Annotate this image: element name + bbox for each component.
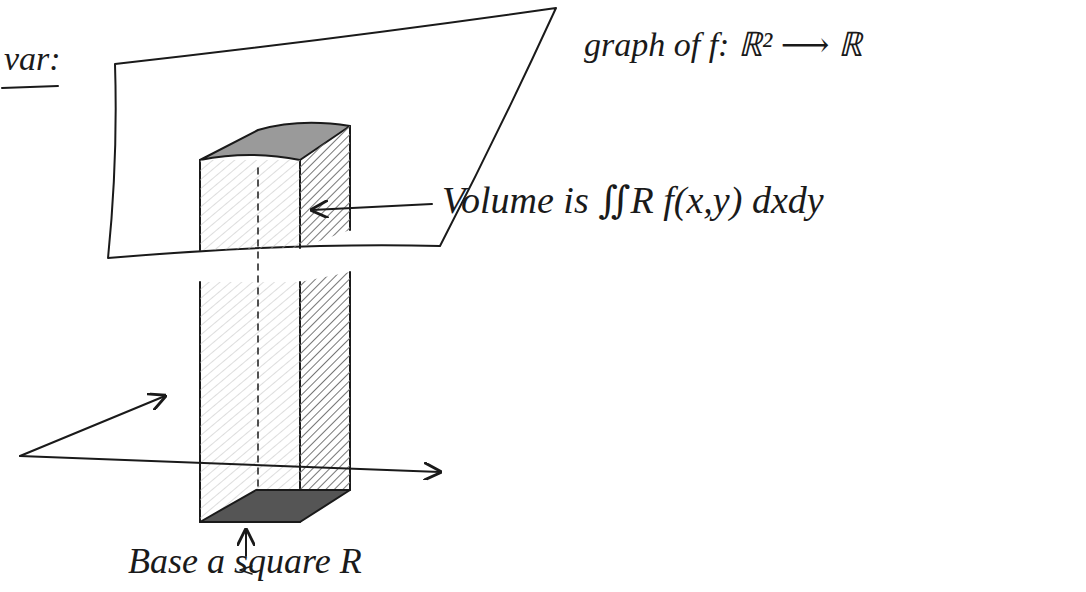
- axis-arrow: [20, 396, 165, 456]
- box-edges-lower: [200, 272, 350, 522]
- axis-arrow: [20, 456, 440, 472]
- underline: [2, 86, 58, 88]
- volume-label: Volume is ∬R f(x,y) dxdy: [442, 178, 824, 222]
- base-label: Base a square R: [128, 540, 362, 582]
- surface-label: graph of f: ℝ² ⟶ ℝ: [584, 20, 862, 66]
- box-base: [200, 490, 350, 522]
- hidden-edge: [257, 168, 259, 488]
- heading-label: var:: [4, 40, 61, 78]
- leader-arrow: [312, 204, 432, 210]
- box-edges-upper: [200, 126, 350, 250]
